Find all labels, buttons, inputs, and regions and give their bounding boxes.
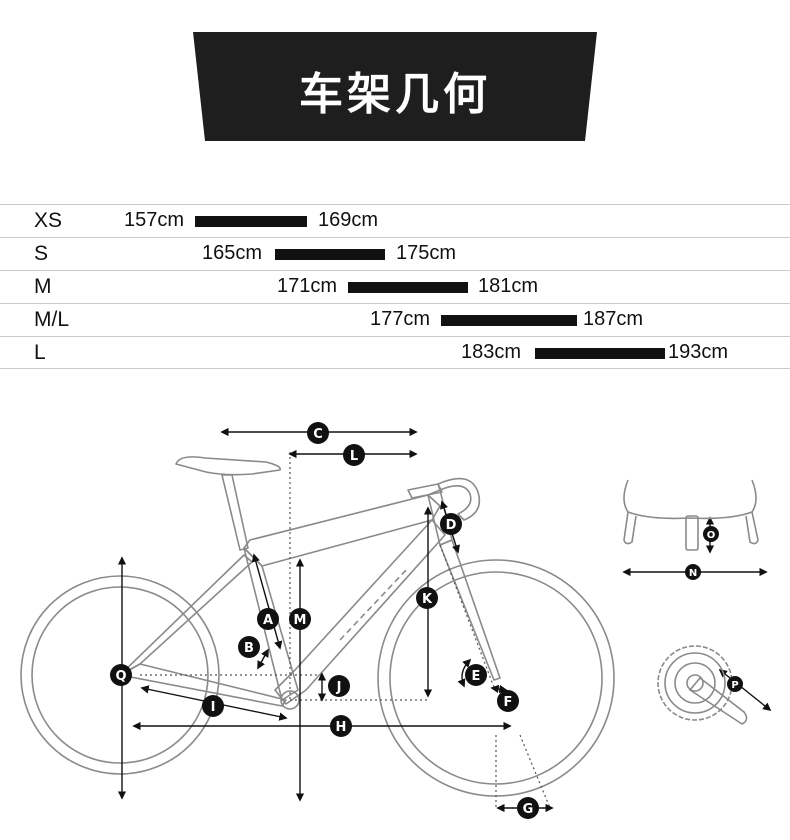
height-min: 157cm [124, 209, 185, 231]
size-label: M/L [34, 308, 70, 331]
title-banner-shape [193, 32, 597, 141]
badge-g: G [517, 797, 539, 819]
badge-m: M [289, 608, 311, 630]
size-label: S [34, 242, 49, 265]
svg-text:H: H [336, 720, 347, 735]
badge-h: H [330, 715, 352, 737]
size-chart: XS 157cm 169cm S 165cm 175cm M 171cm 181… [0, 204, 790, 369]
height-range-bar [535, 348, 665, 359]
badge-d: D [440, 513, 462, 535]
height-min: 165cm [202, 242, 263, 264]
height-max: 169cm [318, 209, 379, 231]
badge-e: E [465, 664, 487, 686]
geometry-diagram: C L D K A M B Q J E F I H G O N P [20, 422, 772, 819]
badge-i: I [202, 695, 224, 717]
reference-lines [140, 452, 551, 809]
svg-text:L: L [350, 449, 358, 464]
svg-text:D: D [446, 518, 457, 533]
badge-l: L [343, 444, 365, 466]
height-range-bar [348, 282, 468, 293]
badge-k: K [416, 587, 438, 609]
svg-text:G: G [523, 802, 534, 817]
svg-text:Q: Q [115, 669, 126, 684]
svg-text:C: C [313, 427, 323, 442]
height-max: 193cm [668, 341, 729, 363]
title-banner: 车架几何 [0, 0, 790, 160]
badge-o: O [703, 526, 719, 542]
size-row: S 165cm 175cm [0, 237, 790, 270]
svg-text:J: J [336, 680, 342, 695]
svg-text:A: A [263, 613, 273, 628]
height-range-bar [195, 216, 307, 227]
page-title: 车架几何 [299, 69, 491, 120]
height-min: 171cm [277, 275, 338, 297]
height-max: 187cm [583, 308, 644, 330]
size-row: L 183cm 193cm [0, 336, 790, 369]
badge-j: J [328, 675, 350, 697]
size-label: M [34, 275, 52, 298]
badge-n: N [685, 564, 701, 580]
svg-text:E: E [472, 669, 481, 684]
size-label: XS [34, 209, 63, 232]
height-max: 181cm [478, 275, 539, 297]
height-min: 177cm [370, 308, 431, 330]
svg-text:O: O [707, 530, 716, 541]
handlebar-inset [623, 479, 759, 551]
bike-frame [119, 456, 501, 710]
svg-text:B: B [244, 641, 254, 656]
badge-p: P [727, 676, 743, 692]
size-row: XS 157cm 169cm [0, 204, 790, 237]
badge-c: C [307, 422, 329, 444]
badge-q: Q [110, 664, 132, 686]
svg-text:P: P [731, 680, 738, 691]
height-min: 183cm [461, 341, 522, 363]
size-row: M/L 177cm 187cm [0, 303, 790, 336]
badge-b: B [238, 636, 260, 658]
badge-a: A [257, 608, 279, 630]
svg-text:N: N [689, 568, 697, 579]
badge-f: F [497, 690, 519, 712]
svg-text:I: I [211, 700, 216, 715]
height-range-bar [275, 249, 385, 260]
svg-text:F: F [504, 695, 513, 710]
dimension-badges: C L D K A M B Q J E F I H G O N P [110, 422, 743, 819]
size-row: M 171cm 181cm [0, 270, 790, 303]
height-range-bar [441, 315, 577, 326]
size-label: L [34, 341, 46, 364]
height-max: 175cm [396, 242, 457, 264]
svg-text:M: M [294, 613, 307, 628]
svg-text:K: K [422, 592, 433, 607]
